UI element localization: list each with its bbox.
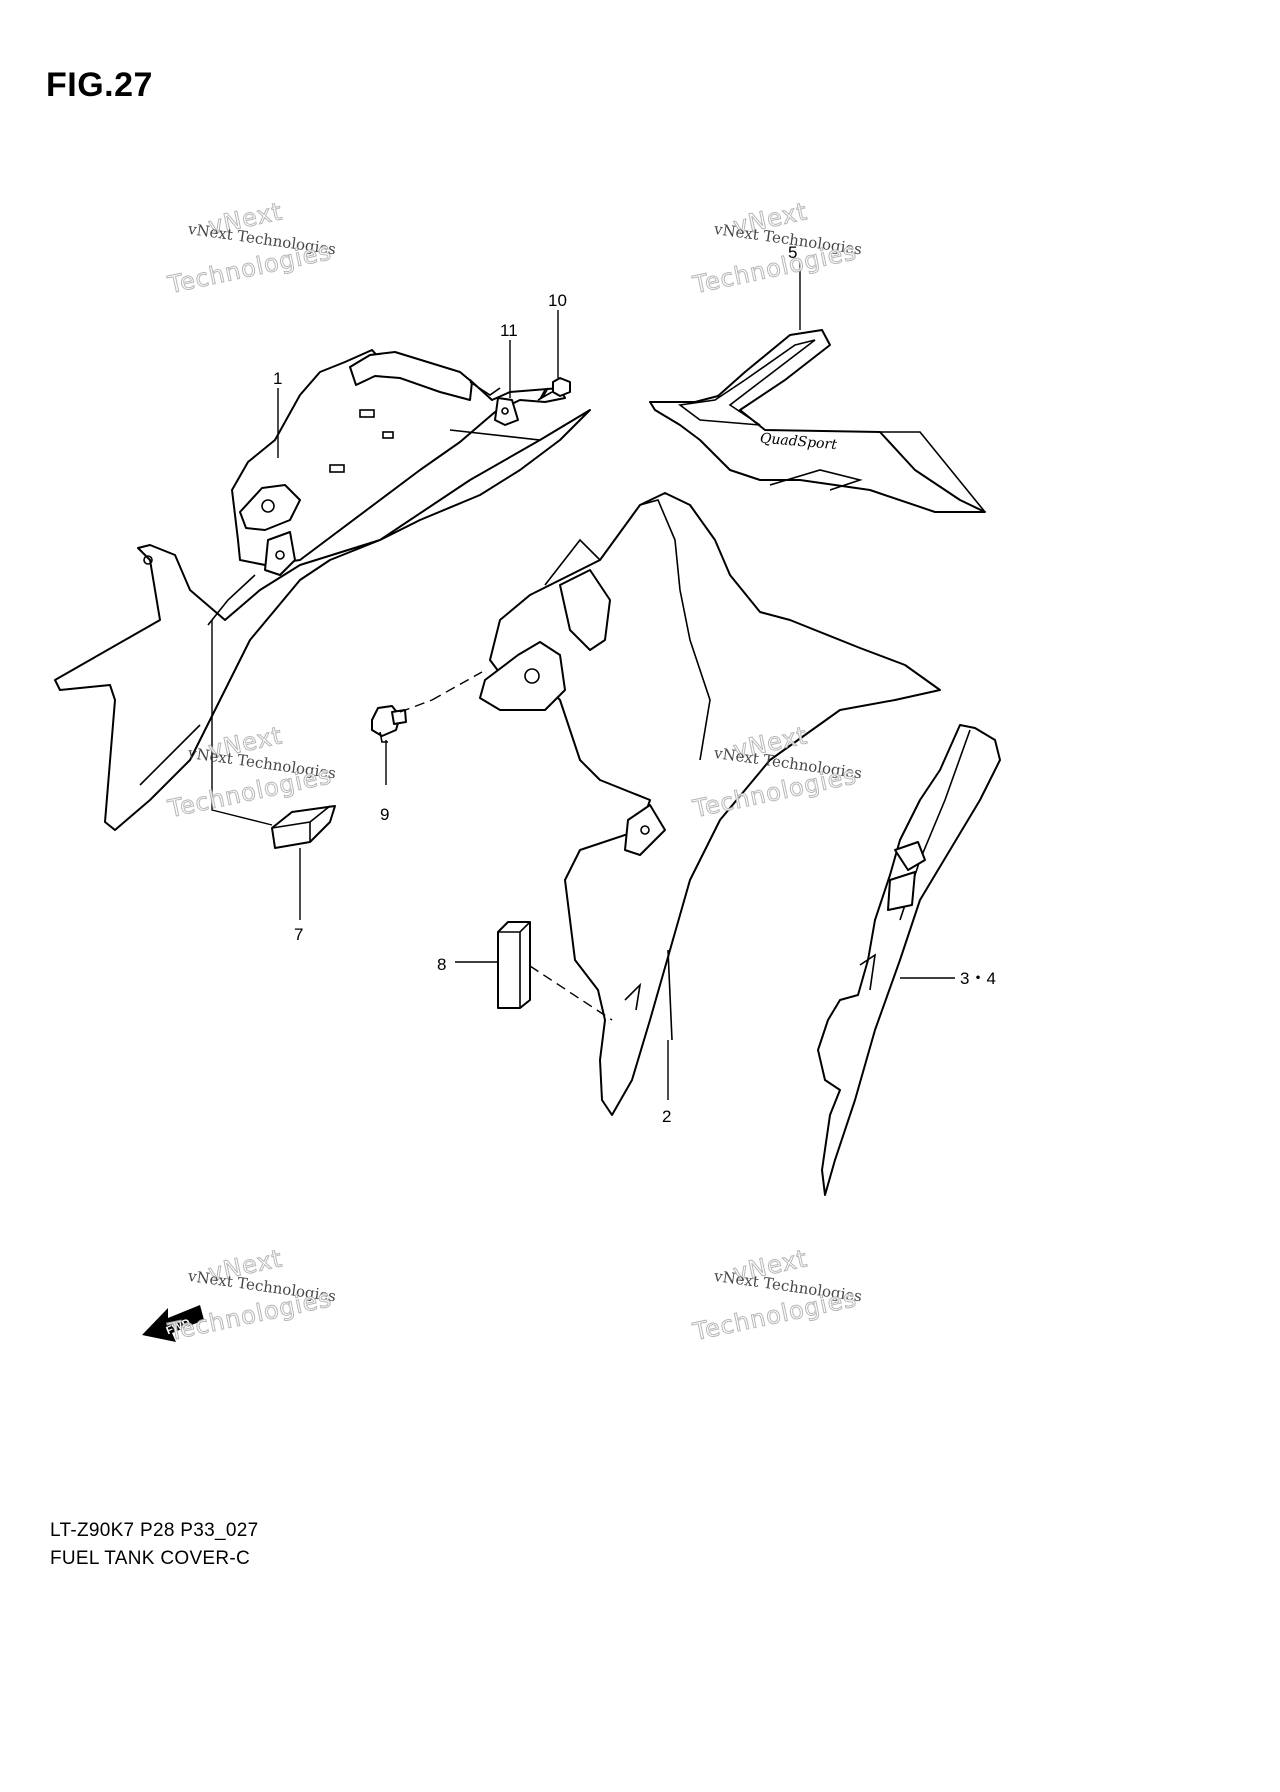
svg-text:Technologies: Technologies bbox=[690, 237, 859, 299]
part-1-left-tank-cover bbox=[54, 349, 591, 831]
watermark-bottom-right: vNext vNext Technologies Technologies bbox=[689, 1244, 863, 1347]
svg-text:Technologies: Technologies bbox=[690, 1284, 859, 1346]
decal-logo-text: QuadSport bbox=[759, 431, 838, 454]
figure-title: FIG.27 bbox=[46, 66, 153, 104]
callout-3-4: 3・4 bbox=[960, 969, 996, 988]
part-2-center-side-cover bbox=[479, 492, 941, 1116]
part-7-cushion bbox=[271, 805, 336, 849]
callout-8: 8 bbox=[437, 955, 446, 974]
part-11-nut-clip bbox=[494, 397, 519, 426]
watermark-bottom-left: vNext vNext Technologies Technologies bbox=[164, 1244, 337, 1347]
watermark-top-right: vNext vNext Technologies Technologies bbox=[689, 197, 863, 300]
diagram-name: FUEL TANK COVER-C bbox=[50, 1548, 251, 1569]
callout-numbers: 1 11 10 5 9 7 8 2 3・4 bbox=[273, 243, 996, 1126]
part-3-4-side-decal bbox=[817, 724, 1001, 1196]
callout-2: 2 bbox=[662, 1107, 671, 1126]
callout-9: 9 bbox=[380, 805, 389, 824]
watermark-top-left: vNext vNext Technologies Technologies bbox=[164, 197, 337, 300]
part-5-quadsport-decal: QuadSport bbox=[649, 329, 986, 513]
callout-1: 1 bbox=[273, 369, 282, 388]
part-9-clip bbox=[371, 705, 407, 743]
part-10-screw bbox=[537, 377, 571, 401]
diagram-code: LT-Z90K7 P28 P33_027 bbox=[50, 1520, 259, 1541]
callout-11: 11 bbox=[500, 321, 518, 340]
callout-7: 7 bbox=[294, 925, 303, 944]
part-8-cushion bbox=[497, 921, 531, 1009]
callout-5: 5 bbox=[788, 243, 797, 262]
leader-lines bbox=[211, 262, 955, 1100]
callout-10: 10 bbox=[548, 291, 567, 310]
